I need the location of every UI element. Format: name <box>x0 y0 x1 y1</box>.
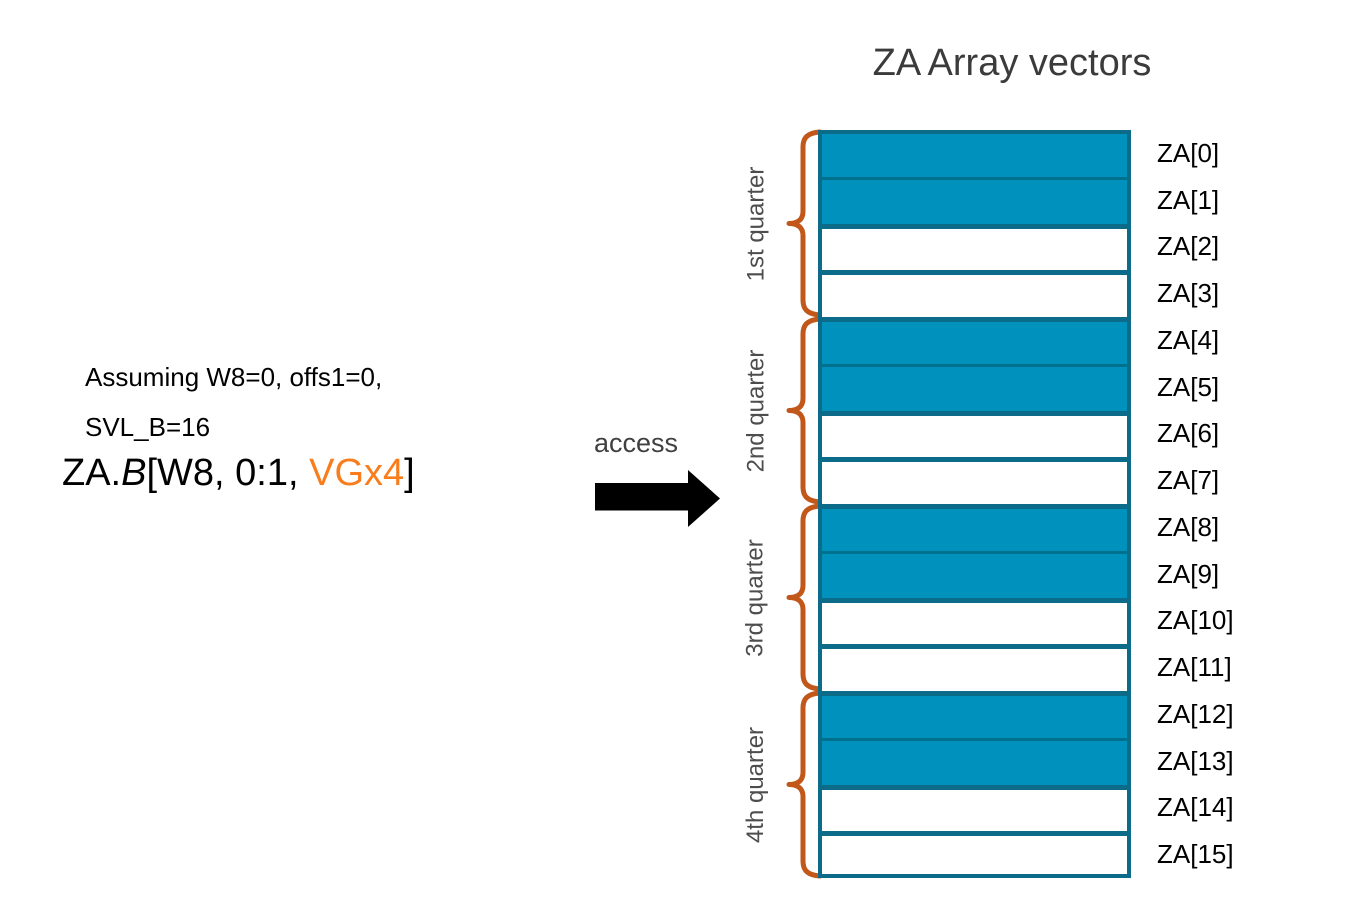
quarter-label-text: 4th quarter <box>742 726 770 843</box>
quarter-label-1: 1st quarter <box>738 130 774 317</box>
za-row-label: ZA[8] <box>1157 511 1220 542</box>
quarter-brace <box>786 503 823 692</box>
za-row-label: ZA[1] <box>1157 184 1220 215</box>
quarter-label-2: 2nd quarter <box>738 317 774 504</box>
za-row-cell <box>818 457 1131 504</box>
za-array-row: ZA[9] <box>818 550 1318 598</box>
za-array-row: ZA[4] <box>818 317 1318 364</box>
assumption-line-2: SVL_B=16 <box>85 412 211 442</box>
za-row-cell-accessed <box>818 737 1131 785</box>
za-row-label: ZA[9] <box>1157 558 1220 589</box>
za-row-label: ZA[0] <box>1157 137 1220 168</box>
za-array-row: ZA[10] <box>818 597 1318 645</box>
za-row-cell <box>818 597 1131 645</box>
expression-args: [W8, 0:1, <box>146 452 310 494</box>
za-row-label: ZA[4] <box>1157 324 1220 355</box>
za-row-cell <box>818 784 1131 832</box>
za-array-row: ZA[13] <box>818 737 1318 785</box>
za-array-row: ZA[15] <box>818 831 1318 878</box>
expression-register: B <box>121 452 147 494</box>
za-row-label: ZA[13] <box>1157 745 1234 776</box>
za-row-label: ZA[7] <box>1157 465 1220 496</box>
za-array-box: ZA[0] ZA[1] ZA[2] ZA[3] ZA[4] ZA[5] ZA[6] ZA[7]… <box>818 130 1318 878</box>
za-row-cell-accessed <box>818 363 1131 411</box>
za-array-row: ZA[7] <box>818 457 1318 504</box>
za-row-cell <box>818 410 1131 458</box>
za-array-row: ZA[14] <box>818 784 1318 832</box>
za-row-label: ZA[14] <box>1157 792 1234 823</box>
za-access-expression: ZA.B[W8, 0:1, VGx4] <box>62 452 415 495</box>
za-row-cell <box>818 831 1131 878</box>
za-row-label: ZA[3] <box>1157 278 1220 309</box>
za-array-row: ZA[12] <box>818 691 1318 738</box>
access-arrow-label: access <box>594 428 679 458</box>
quarter-braces <box>786 129 823 879</box>
za-row-cell-accessed <box>818 176 1131 224</box>
za-row-label: ZA[10] <box>1157 605 1234 636</box>
access-arrow-icon <box>595 470 720 527</box>
za-array-row: ZA[11] <box>818 644 1318 691</box>
expression-prefix: ZA. <box>62 452 122 494</box>
za-row-cell <box>818 270 1131 317</box>
za-array-row: ZA[8] <box>818 504 1318 551</box>
za-row-label: ZA[15] <box>1157 839 1234 870</box>
za-array-row: ZA[0] <box>818 130 1318 177</box>
za-array-row: ZA[1] <box>818 176 1318 224</box>
quarter-label-3: 3rd quarter <box>738 504 774 691</box>
za-row-cell-accessed <box>818 504 1131 551</box>
diagram-title: ZA Array vectors <box>872 42 1152 84</box>
expression-close-bracket: ] <box>404 452 415 494</box>
za-row-cell-accessed <box>818 317 1131 364</box>
za-row-label: ZA[5] <box>1157 371 1220 402</box>
quarter-brace <box>786 690 823 879</box>
za-row-cell-accessed <box>818 691 1131 738</box>
expression-vg-highlight: VGx4 <box>309 452 405 494</box>
assumption-line-1: Assuming W8=0, offs1=0, <box>85 362 383 392</box>
za-row-cell <box>818 223 1131 271</box>
za-row-label: ZA[6] <box>1157 418 1220 449</box>
za-array-row: ZA[5] <box>818 363 1318 411</box>
za-row-cell <box>818 644 1131 691</box>
za-row-label: ZA[2] <box>1157 231 1220 262</box>
za-row-label: ZA[11] <box>1157 652 1232 683</box>
quarter-brace <box>786 129 823 318</box>
za-array-row: ZA[6] <box>818 410 1318 458</box>
za-row-cell-accessed <box>818 130 1131 177</box>
za-row-cell-accessed <box>818 550 1131 598</box>
quarter-label-text: 3rd quarter <box>742 538 769 657</box>
za-array-row: ZA[2] <box>818 223 1318 271</box>
quarter-label-text: 1st quarter <box>742 166 770 281</box>
za-array-row: ZA[3] <box>818 270 1318 317</box>
quarter-label-text: 2nd quarter <box>742 349 770 472</box>
assumption-text: Assuming W8=0, offs1=0, SVL_B=16 <box>85 352 382 452</box>
quarter-brace <box>786 316 823 505</box>
quarter-label-4: 4th quarter <box>738 691 774 878</box>
za-row-label: ZA[12] <box>1157 698 1234 729</box>
